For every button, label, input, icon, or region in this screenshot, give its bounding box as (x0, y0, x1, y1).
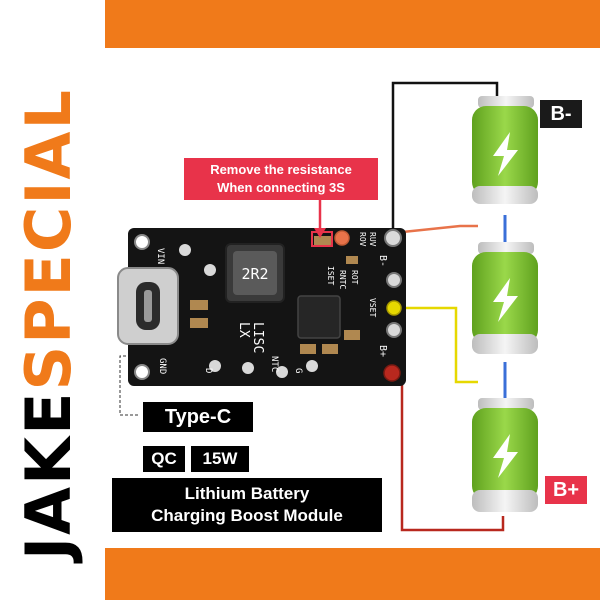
pcb-rov: ROV (358, 232, 367, 247)
bottom-orange-band (105, 548, 600, 600)
pcb-rntc: RNTC (338, 270, 347, 289)
pcb-gnd: GND (157, 358, 167, 374)
top-orange-band (105, 0, 600, 48)
pcb-b-plus: B+ (377, 345, 388, 357)
battery-3 (472, 398, 538, 512)
battery-1 (472, 96, 538, 204)
b-minus-tag: B- (540, 100, 582, 128)
pcb-g: G (293, 368, 303, 373)
module-title: Lithium Battery Charging Boost Module (112, 478, 382, 532)
lightning-bolt-icon (493, 278, 518, 322)
warning-line1: Remove the resistance (210, 162, 352, 177)
module-title-line2: Charging Boost Module (151, 506, 343, 525)
pcb-d: D (203, 368, 213, 373)
pointer-line (119, 355, 140, 416)
power-label: 15W (191, 446, 249, 472)
battery-2 (472, 242, 538, 354)
pcb-rot: ROT (350, 270, 359, 285)
qc-label: QC (143, 446, 185, 472)
pcb-vset: VSET (368, 298, 377, 317)
warning-line2: When connecting 3S (217, 180, 345, 195)
black-wire (391, 81, 499, 232)
lightning-bolt-icon (493, 132, 518, 176)
yellow-wire (394, 306, 478, 384)
lightning-bolt-icon (493, 434, 518, 478)
inductor-label: 2R2 (241, 265, 268, 283)
pcb-lx: LX (236, 322, 251, 338)
module-title-line1: Lithium Battery (184, 484, 310, 503)
pcb-ruv: RUV (368, 232, 377, 247)
pcb-lisc: LISC (250, 322, 265, 353)
pcb-b-minus: B- (377, 255, 388, 267)
type-c-label: Type-C (143, 402, 253, 432)
usb-c-port-icon (117, 267, 179, 345)
pcb-vin: VIN (155, 248, 165, 264)
b-plus-tag: B+ (545, 476, 587, 504)
warning-callout: Remove the resistance When connecting 3S (184, 158, 378, 200)
pcb-iset: ISET (326, 266, 335, 285)
pcb-board: 2R2 VIN GND LX LISC NTC G D B- B+ VSET (117, 228, 406, 386)
pcb-ntc: NTC (269, 356, 279, 372)
